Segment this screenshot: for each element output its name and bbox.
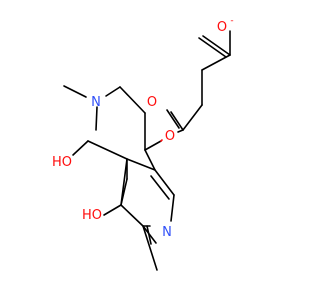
hydroxymethyl-o-label: HO	[52, 155, 72, 170]
bond-c5-o2b	[198, 37, 227, 58]
bond-ring-me-a	[146, 225, 152, 245]
ring-b1	[126, 158, 156, 171]
bond-me2-n	[95, 106, 98, 131]
ring-b5	[120, 204, 144, 227]
carboxylate-o-label: O	[217, 20, 227, 35]
bond-c-c3	[182, 104, 203, 131]
bond-ring-ch2	[87, 140, 128, 160]
carboxylate-charge: -	[230, 16, 233, 26]
bond-n-c1	[105, 86, 121, 97]
bond-c1-c2	[119, 86, 146, 114]
ring-b7	[120, 178, 128, 206]
ester-carbonyl-o-label: O	[147, 95, 157, 110]
phenol-o-label: HO	[82, 208, 102, 223]
bond-ring-oh	[103, 204, 122, 216]
ring-b2-dbl	[150, 175, 170, 200]
amine-n-label: N	[91, 95, 101, 110]
pyridine-n-label: N	[162, 225, 172, 240]
ring-b2	[154, 169, 175, 196]
bond-ch-o	[144, 140, 162, 151]
bond-ch2-oh	[72, 140, 89, 156]
bond-ring-me	[142, 225, 158, 271]
structure-svg: O - O O N HO HO N	[52, 16, 234, 271]
bond-o-c	[177, 129, 184, 133]
bond-ch-ring	[144, 149, 156, 171]
bond-ester-c-o	[170, 111, 184, 131]
bond-ester-c-o-2	[166, 109, 180, 129]
bond-c5-o2	[202, 35, 231, 56]
bond-me1-n	[63, 85, 87, 98]
ring-b3	[170, 194, 175, 222]
molecule-diagram: O - O O N HO HO N	[52, 16, 234, 271]
bond-ch-o-red	[160, 139, 163, 142]
ester-o-label: O	[165, 129, 175, 144]
